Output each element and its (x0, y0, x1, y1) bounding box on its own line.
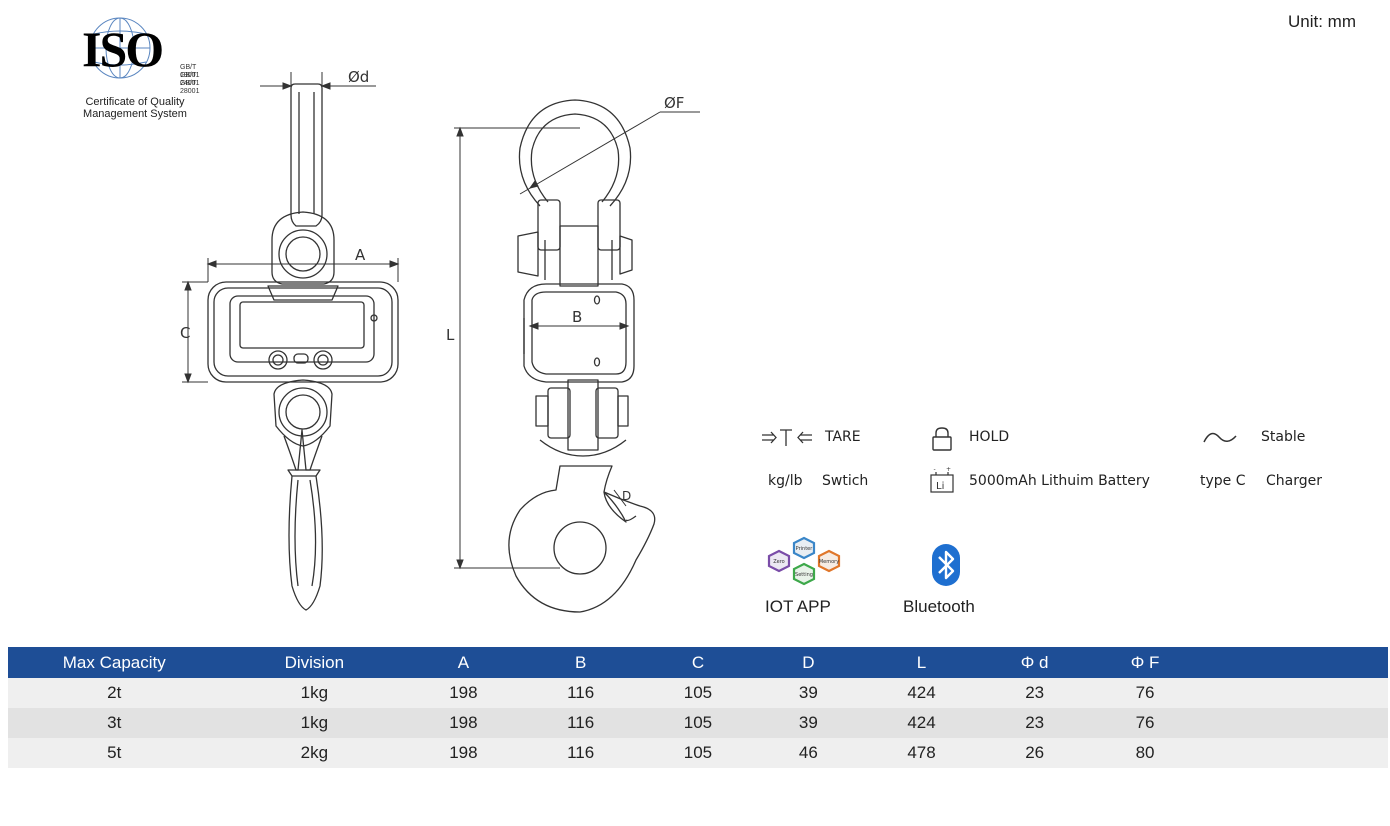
iso-text: ISO (82, 21, 162, 77)
svg-text:+: + (946, 466, 951, 473)
iot-hex-memory: Memory (819, 559, 839, 565)
battery-icon-text: Li (936, 481, 944, 492)
feature-tare (760, 427, 816, 454)
column-header: Φ F (1089, 647, 1201, 678)
table-row: 5t 2kg 198 116 105 46 478 26 80 (8, 738, 1388, 768)
iot-hex-setting: Setting (795, 572, 813, 578)
column-header: B (518, 647, 643, 678)
iot-hex-printer: Printer (796, 546, 814, 552)
iso-standard: GB/T 24001 (180, 72, 200, 87)
dimension-label-c: C (180, 324, 190, 342)
dimension-label-l: L (446, 326, 455, 344)
iot-app-icon: Printer Zero Memory Setting (762, 536, 846, 593)
dimension-label-f: ØF (664, 94, 684, 112)
battery-icon: - + Li (928, 466, 956, 499)
typec-text: type C (1200, 473, 1246, 489)
iso-standard: GB/T 19001 (180, 64, 200, 79)
feature-switch-label: Swtich (822, 473, 869, 489)
dimension-label-b: B (572, 308, 582, 326)
column-header: Max Capacity (8, 647, 221, 678)
tare-icon (762, 429, 812, 446)
lock-icon (930, 426, 954, 457)
feature-tare-label: TARE (825, 429, 861, 445)
unit-label: Unit: mm (1288, 12, 1356, 31)
feature-stable-label: Stable (1261, 429, 1306, 445)
feature-hold-label: HOLD (969, 429, 1010, 445)
kglb-text: kg/lb (768, 473, 803, 489)
certificate-text: Certificate of Quality Management System (83, 96, 187, 120)
iot-app-label: IOT APP (765, 597, 831, 616)
dimension-label-a: A (355, 246, 366, 264)
bluetooth-icon (931, 543, 961, 592)
column-header: Division (220, 647, 409, 678)
dimension-label-d: Ød (348, 68, 369, 86)
column-header: Φ d (979, 647, 1090, 678)
table-row: 2t 1kg 198 116 105 39 424 23 76 (8, 678, 1388, 708)
bluetooth-label: Bluetooth (903, 597, 975, 616)
wave-icon (1202, 428, 1238, 453)
table-row: 3t 1kg 198 116 105 39 424 23 76 (8, 708, 1388, 738)
dimension-label-d-hook: D (622, 489, 631, 503)
column-header: L (863, 647, 980, 678)
column-header: A (408, 647, 519, 678)
scale-technical-drawing: Ød ØF A C L B D (180, 68, 700, 613)
column-header: C (642, 647, 754, 678)
iso-logo: ISO GB/T 19001 GB/T 24001 GB/T 28001 (76, 10, 200, 122)
spec-table: Max Capacity Division A B C D L Φ d Φ F … (8, 647, 1388, 768)
svg-text:-: - (934, 466, 936, 473)
column-header-empty (1200, 647, 1388, 678)
table-header-row: Max Capacity Division A B C D L Φ d Φ F (8, 647, 1388, 678)
column-header: D (753, 647, 864, 678)
iot-hex-zero: Zero (773, 559, 785, 565)
feature-charger-label: Charger (1266, 473, 1322, 489)
iso-standard: GB/T 28001 (180, 80, 200, 95)
feature-battery-label: 5000mAh Lithuim Battery (969, 473, 1150, 489)
globe-icon: ISO (82, 17, 164, 79)
